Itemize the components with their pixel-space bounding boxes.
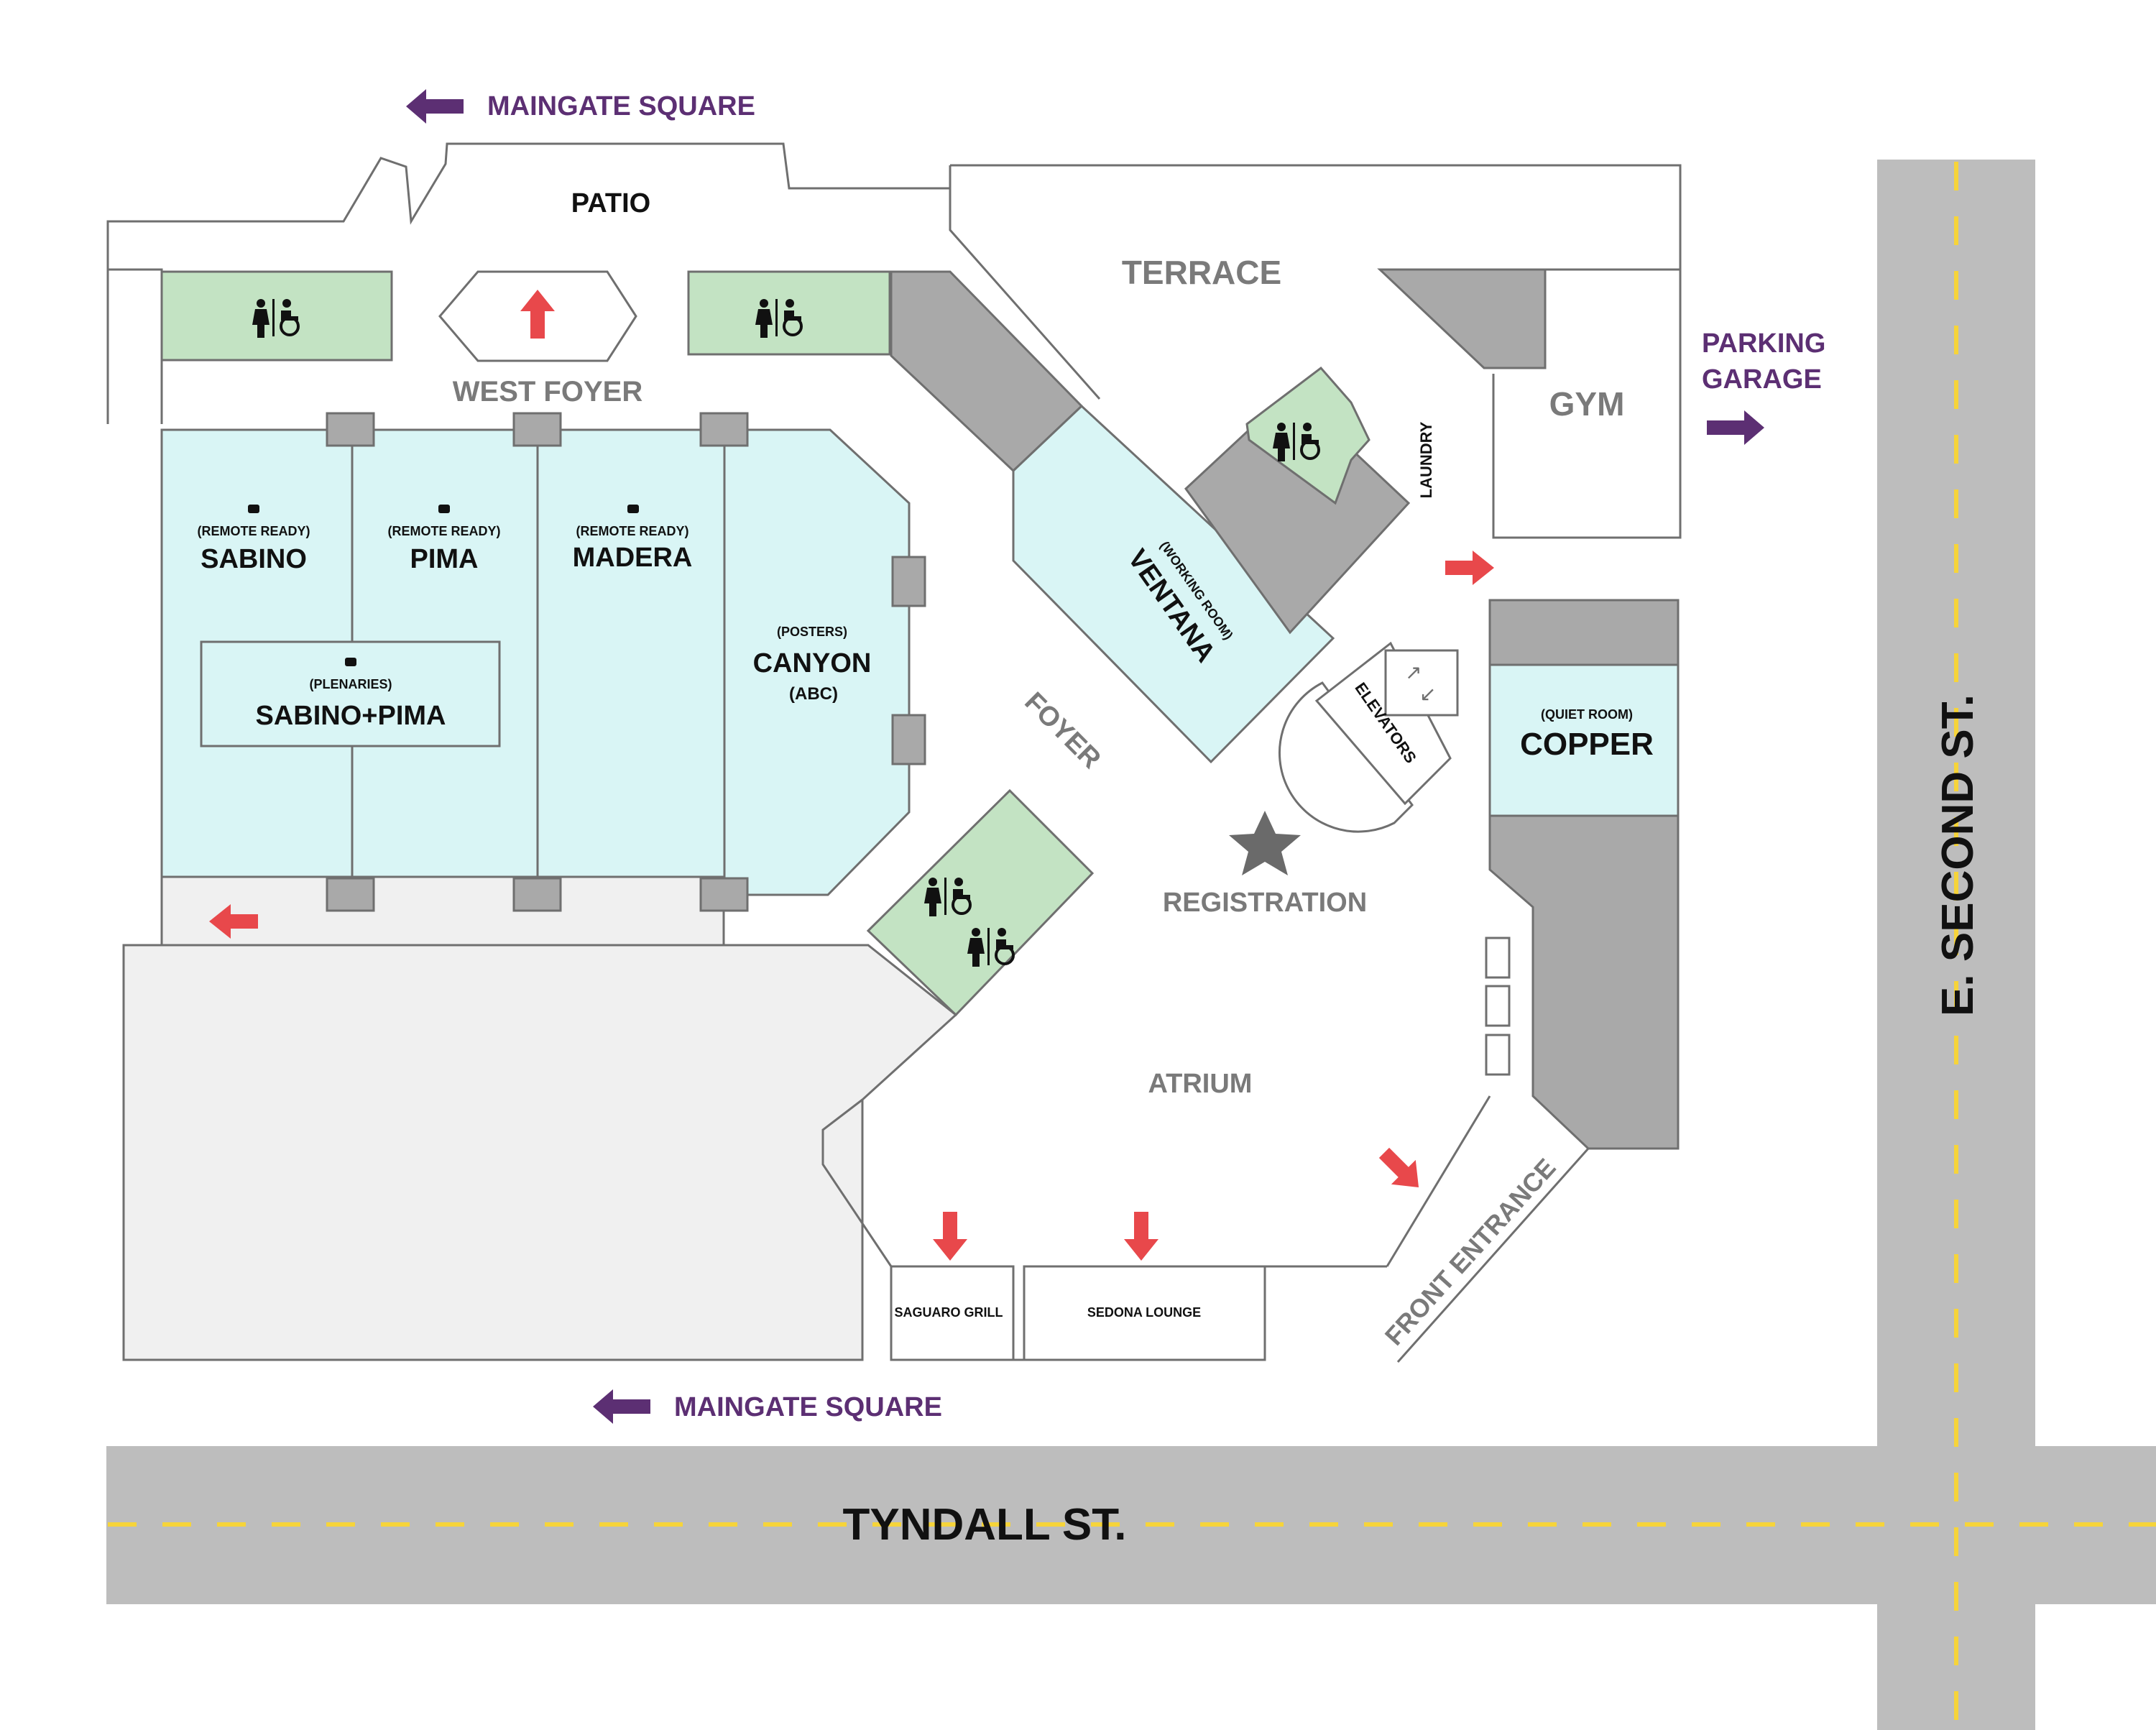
saguaro-grill-label: SAGUARO GRILL: [895, 1305, 1003, 1320]
front-entrance-wall: [1386, 1095, 1491, 1267]
copper-name: COPPER: [1520, 727, 1654, 762]
registration-star-icon: [1229, 811, 1301, 875]
tyndall-street-road: [106, 1446, 2156, 1604]
second-street-label: E. SECOND ST.: [1933, 694, 1983, 1016]
gym-label: GYM: [1549, 385, 1625, 423]
elevator-bay-curve: [1278, 681, 1414, 833]
sabino-pima-name: SABINO+PIMA: [256, 701, 446, 731]
west-wing-wall: [108, 268, 163, 424]
sedona-lounge-label: SEDONA LOUNGE: [1087, 1305, 1201, 1320]
utility-box: [1485, 1034, 1511, 1076]
copper-service-block: [1488, 599, 1680, 666]
video-camera-icon: [438, 505, 450, 513]
direction-arrow-right-icon: [1707, 410, 1764, 445]
sedona-lounge: [1023, 1265, 1266, 1361]
exit-arrow-icon: [1445, 551, 1494, 585]
parking-garage-label-line1: PARKING: [1702, 328, 1825, 359]
utility-box: [1485, 985, 1511, 1027]
exit-arrow-icon: [1124, 1212, 1158, 1261]
sabino-note: (REMOTE READY): [198, 524, 310, 538]
terrace-label: TERRACE: [1122, 254, 1281, 291]
room-copper: [1488, 663, 1680, 817]
madera-name: MADERA: [573, 543, 693, 573]
north-wall: [950, 164, 1682, 270]
front-entrance-wall-outer: [1396, 1148, 1590, 1363]
prefunction-corridor: [160, 875, 725, 947]
patio-label: PATIO: [571, 188, 650, 218]
video-camera-icon: [627, 505, 639, 513]
partition-block: [699, 877, 749, 912]
restroom-west-1: [160, 270, 393, 362]
terrace-service-block: [1377, 268, 1547, 369]
partition-block: [512, 412, 562, 447]
pima-note: (REMOTE READY): [388, 524, 501, 538]
elevators: [1314, 641, 1452, 806]
pima-name: PIMA: [410, 544, 479, 574]
copper-note: (QUIET ROOM): [1541, 707, 1633, 722]
elevator-sign-frame: [1384, 649, 1459, 717]
saguaro-grill: [890, 1265, 1015, 1361]
foyer-label: FOYER: [1018, 686, 1106, 774]
exit-arrow-icon: [933, 1212, 967, 1261]
utility-box: [1485, 937, 1511, 979]
tyndall-street-label: TYNDALL ST.: [843, 1500, 1127, 1550]
exhibit-hall: [122, 944, 958, 1361]
patio-outline: [106, 142, 952, 424]
video-camera-icon: [248, 505, 259, 513]
elevator-up-icon: ↗: [1405, 661, 1422, 684]
room-madera: [536, 428, 726, 878]
direction-arrow-left-icon: [406, 89, 464, 124]
sabino-name: SABINO: [201, 544, 307, 574]
terrace-edge: [949, 165, 1101, 400]
west-foyer-label: WEST FOYER: [453, 376, 643, 408]
video-camera-icon: [345, 658, 356, 666]
maingate-square-label-bottom: MAINGATE SQUARE: [674, 1392, 942, 1422]
direction-arrow-left-icon: [593, 1389, 650, 1424]
canyon-name: CANYON: [753, 648, 872, 678]
room-ventana: [1012, 404, 1335, 764]
partition-block: [326, 412, 375, 447]
partition-block: [326, 877, 375, 912]
laundry-label: LAUNDRY: [1417, 421, 1435, 498]
exit-arrow-icon: [1371, 1140, 1432, 1200]
canyon-side-block: [891, 556, 926, 607]
partition-block: [512, 877, 562, 912]
partition-block: [699, 412, 749, 447]
atrium-label: ATRIUM: [1148, 1069, 1253, 1099]
sabino-pima-note: (PLENARIES): [309, 677, 392, 691]
canyon-sub: (ABC): [789, 684, 838, 704]
restroom-foyer: [866, 788, 1095, 1017]
elevator-down-icon: ↙: [1419, 683, 1436, 705]
registration-label: REGISTRATION: [1163, 888, 1367, 918]
east-service-block: [1488, 814, 1680, 1150]
canyon-note: (POSTERS): [777, 625, 847, 639]
madera-note: (REMOTE READY): [576, 524, 689, 538]
canyon-side-block: [891, 714, 926, 765]
maingate-square-label-top: MAINGATE SQUARE: [487, 91, 755, 121]
parking-garage-label-line2: GARAGE: [1702, 364, 1822, 395]
